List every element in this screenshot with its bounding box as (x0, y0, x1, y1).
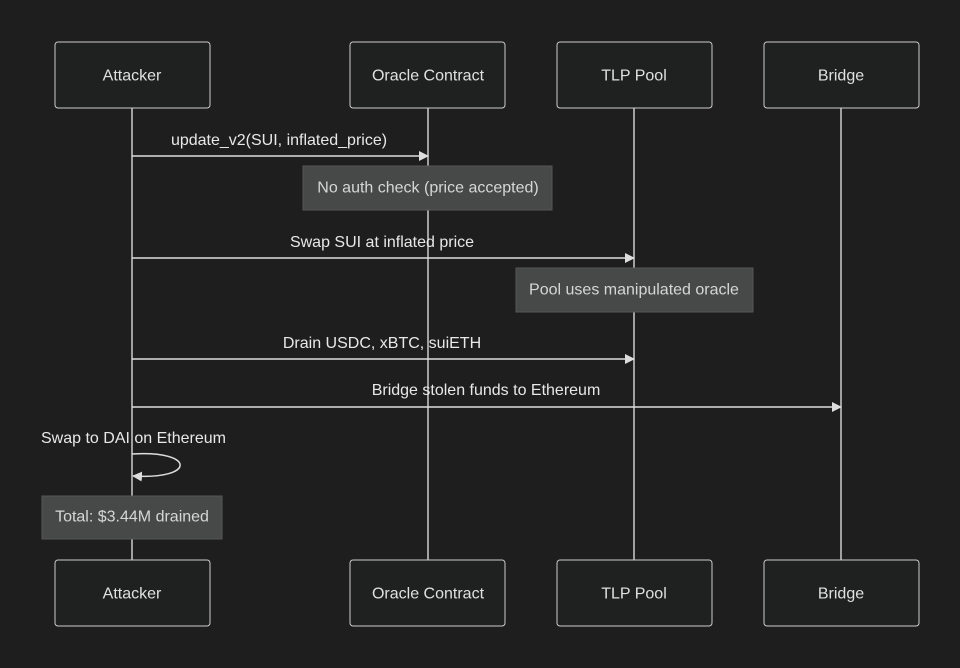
participant-label: Bridge (818, 586, 864, 603)
message-label: Bridge stolen funds to Ethereum (372, 382, 601, 399)
note-label: Pool uses manipulated oracle (529, 282, 739, 299)
message-label: Swap SUI at inflated price (290, 234, 474, 251)
participant-label: TLP Pool (601, 586, 667, 603)
participant-label: Attacker (103, 586, 162, 603)
participant-label: Attacker (103, 68, 162, 85)
message-label: Swap to DAI on Ethereum (41, 430, 226, 447)
participant-tlp-pool-bottom: TLP Pool (556, 559, 713, 627)
message-label: Drain USDC, xBTC, suiETH (283, 335, 481, 352)
participant-oracle-contract-top: Oracle Contract (349, 41, 506, 109)
note-label: Total: $3.44M drained (55, 509, 209, 526)
participant-label: Oracle Contract (372, 586, 485, 603)
message-drain: Drain USDC, xBTC, suiETH (132, 335, 635, 364)
participant-bridge-bottom: Bridge (763, 559, 920, 627)
note-pool-manipulated: Pool uses manipulated oracle (515, 267, 754, 313)
participant-label: TLP Pool (601, 68, 667, 85)
message-label: update_v2(SUI, inflated_price) (171, 132, 387, 149)
participant-oracle-contract-bottom: Oracle Contract (349, 559, 506, 627)
message-swap-sui: Swap SUI at inflated price (132, 234, 635, 263)
participant-label: Bridge (818, 68, 864, 85)
participant-attacker-top: Attacker (54, 41, 211, 109)
participant-tlp-pool-top: TLP Pool (556, 41, 713, 109)
note-label: No auth check (price accepted) (317, 180, 538, 197)
note-no-auth-check: No auth check (price accepted) (302, 165, 553, 211)
participant-attacker-bottom: Attacker (54, 559, 211, 627)
message-swap-dai: Swap to DAI on Ethereum (41, 430, 226, 482)
message-update-v2: update_v2(SUI, inflated_price) (132, 132, 429, 161)
message-bridge-funds: Bridge stolen funds to Ethereum (132, 382, 842, 412)
participant-bridge-top: Bridge (763, 41, 920, 109)
note-total-drained: Total: $3.44M drained (41, 495, 223, 540)
participant-label: Oracle Contract (372, 68, 485, 85)
